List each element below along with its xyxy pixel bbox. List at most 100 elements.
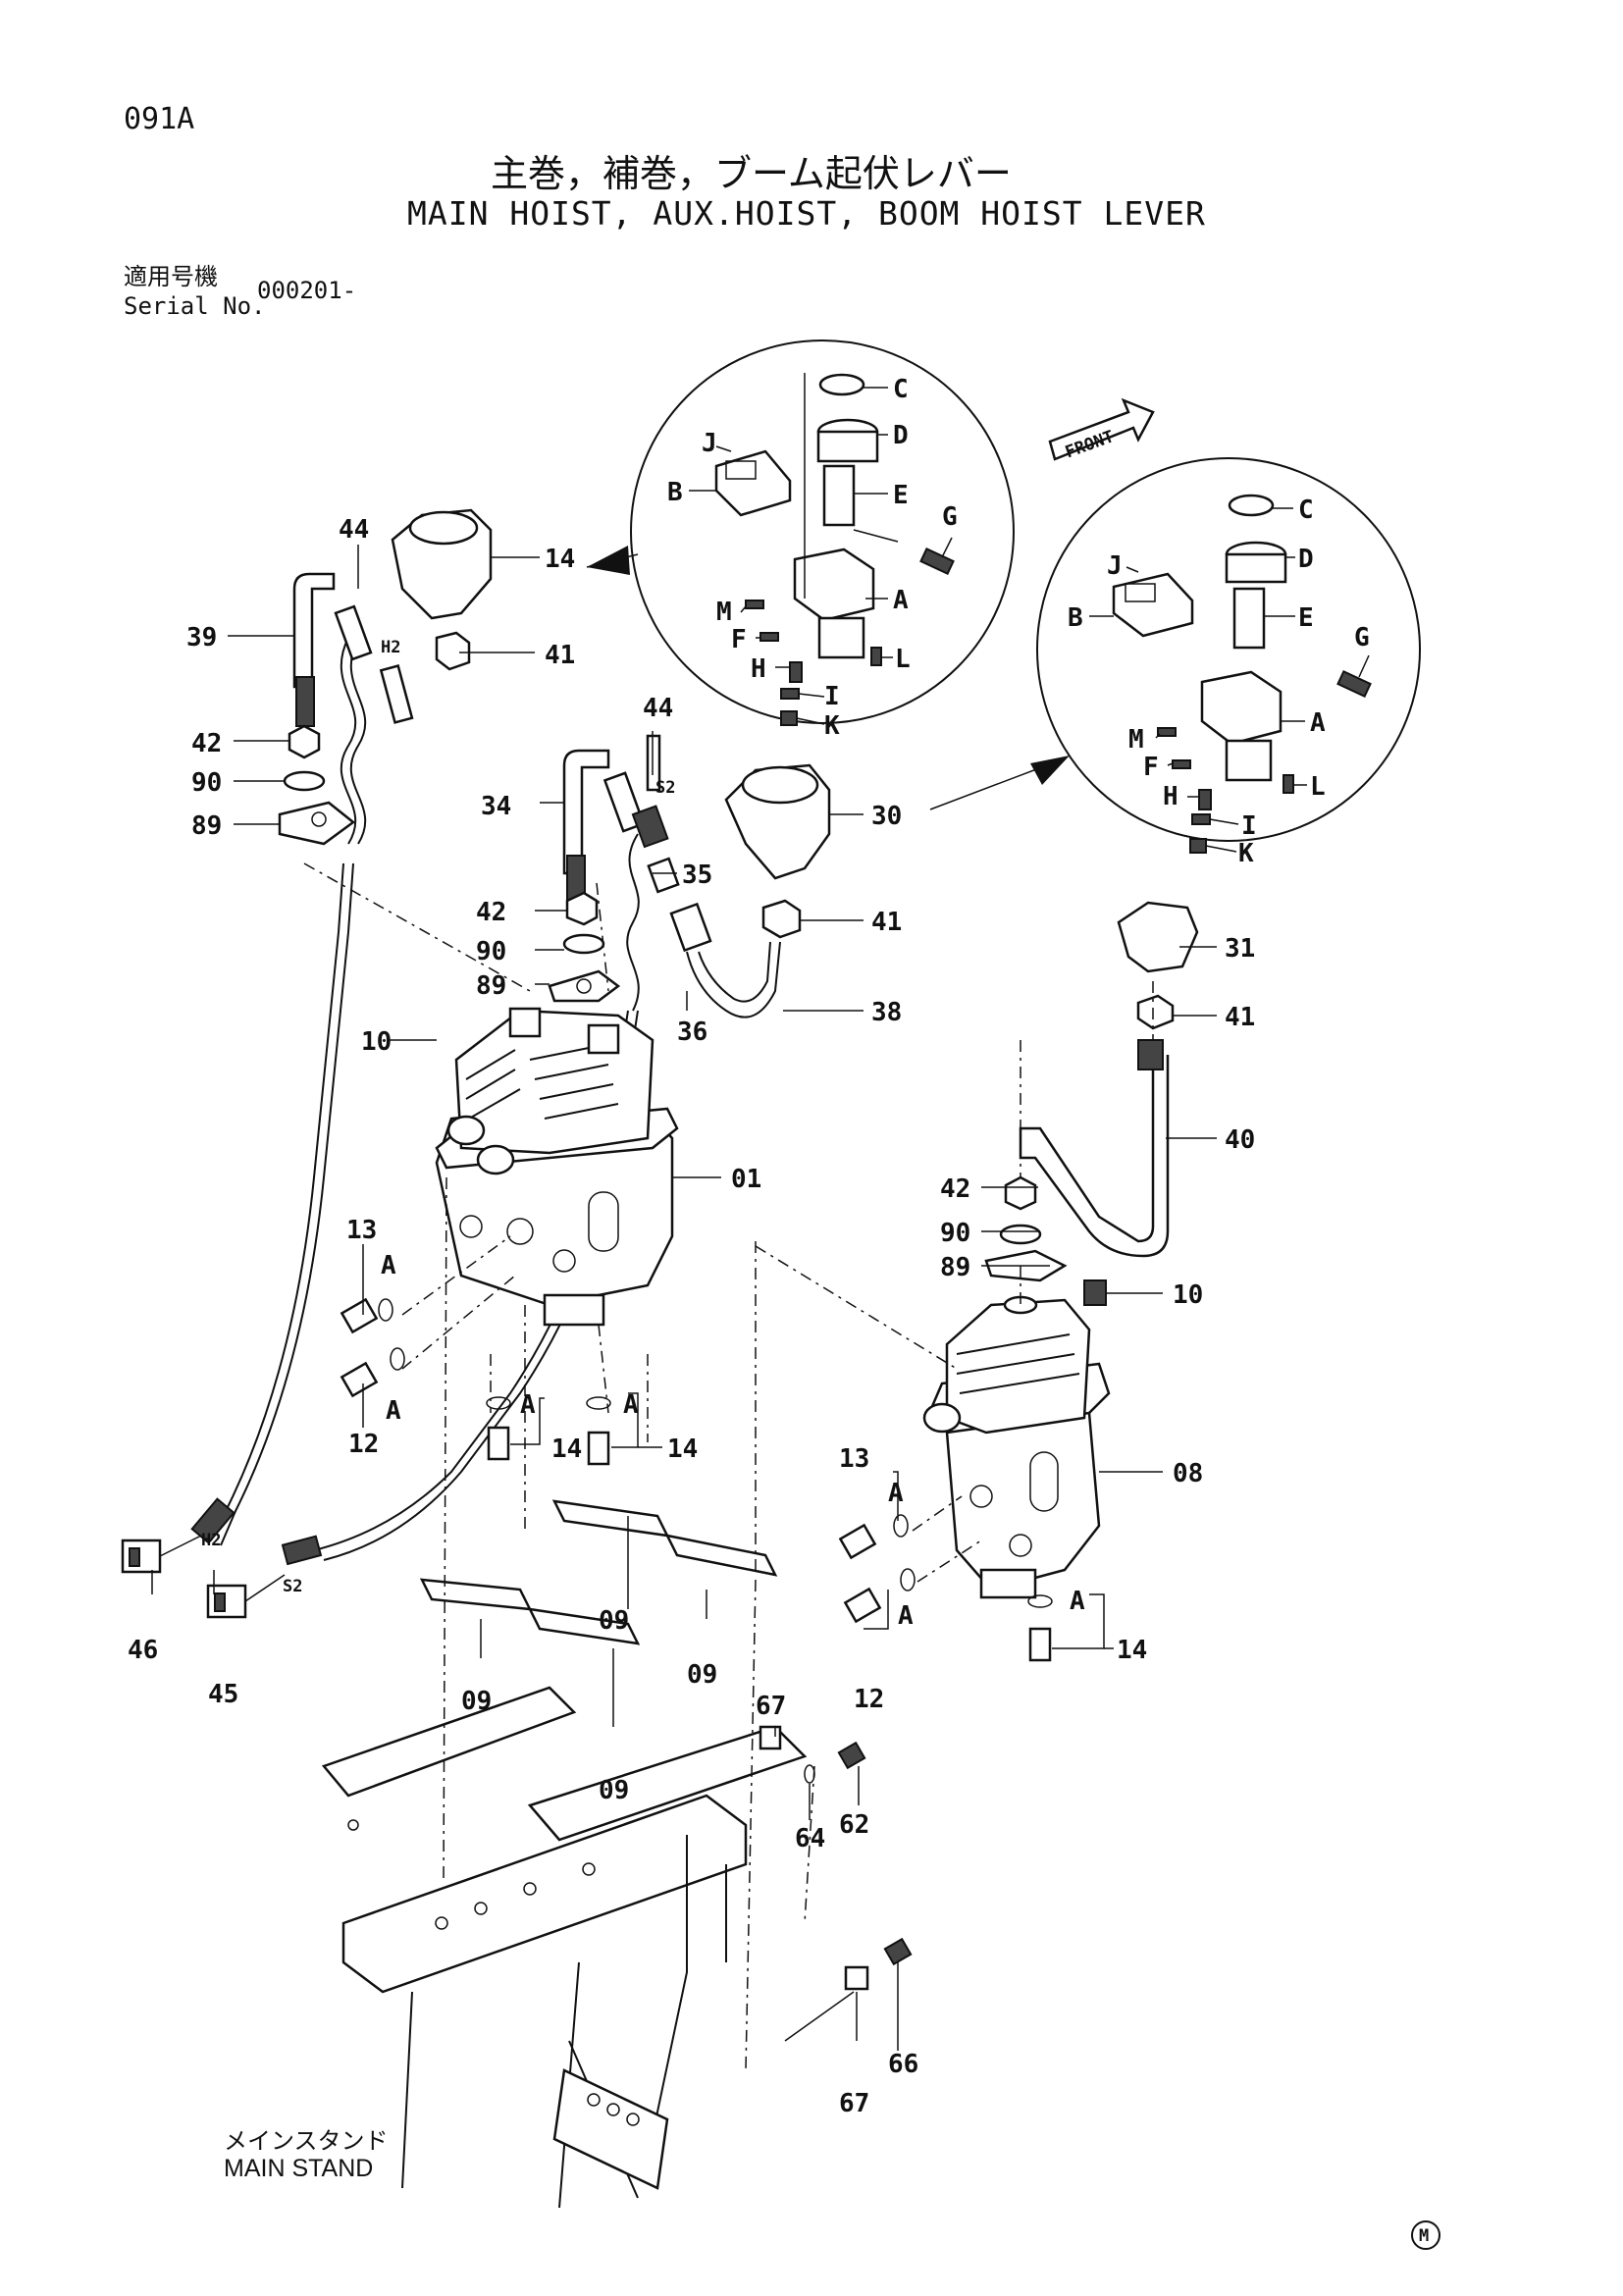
leader-lines: [151, 387, 1370, 2051]
callout-14-c: 14: [1117, 1636, 1147, 1665]
callout-45: 45: [208, 1680, 238, 1709]
callout-30: 30: [871, 802, 902, 831]
callout-90: 90: [191, 768, 222, 798]
letter-C-2: C: [1298, 496, 1314, 525]
callout-09-a: 09: [461, 1687, 492, 1716]
letter-I-1: I: [824, 682, 840, 711]
callout-09-b: 09: [599, 1606, 629, 1636]
mark-s2-top: S2: [655, 778, 675, 798]
callout-14-b: 14: [667, 1435, 698, 1464]
callout-46: 46: [128, 1636, 158, 1665]
serial-label-english: Serial No.: [124, 292, 266, 320]
callout-01: 01: [731, 1165, 761, 1194]
callout-42-right: 42: [940, 1174, 970, 1204]
callout-42-center: 42: [476, 898, 506, 927]
letter-C-1: C: [893, 375, 909, 404]
letter-A-valve08-c: A: [1070, 1587, 1085, 1616]
m-mark: M: [1411, 2220, 1440, 2250]
detail-circle-lever-30: [1036, 457, 1421, 854]
letter-A-2: A: [1310, 708, 1326, 738]
letter-D-2: D: [1298, 545, 1314, 574]
callout-89: 89: [191, 811, 222, 841]
letter-G-1: G: [942, 502, 958, 532]
main-stand-label-english: MAIN STAND: [224, 2155, 374, 2182]
callout-41-center: 41: [871, 908, 902, 937]
callout-12-right: 12: [854, 1685, 884, 1714]
title-english: MAIN HOIST, AUX.HOIST, BOOM HOIST LEVER: [407, 194, 1206, 233]
letter-J-2: J: [1107, 551, 1123, 581]
letter-D-1: D: [893, 421, 909, 450]
letter-E-1: E: [893, 481, 909, 510]
letter-A-1: A: [893, 586, 909, 615]
callout-40: 40: [1225, 1125, 1255, 1155]
letter-I-2: I: [1241, 811, 1257, 841]
callout-42: 42: [191, 729, 222, 758]
letter-G-2: G: [1354, 623, 1370, 652]
letter-K-2: K: [1238, 839, 1254, 868]
callout-44-center: 44: [643, 694, 673, 723]
callout-89-center: 89: [476, 971, 506, 1001]
letter-B-1: B: [667, 478, 683, 507]
letter-A-valve08-b: A: [898, 1601, 914, 1631]
serial-number-value: 000201-: [257, 277, 357, 304]
callout-14-a: 14: [551, 1435, 582, 1464]
pilot-valve-01: [435, 1007, 679, 1327]
detail-circle-lever-31: [630, 339, 1015, 726]
letter-H-1: H: [751, 654, 766, 684]
letter-A-valve01-a: A: [381, 1251, 396, 1280]
svg-text:M: M: [1419, 2226, 1429, 2246]
callout-12: 12: [348, 1430, 379, 1459]
callout-67-top: 67: [756, 1692, 786, 1721]
letter-B-2: B: [1068, 603, 1083, 633]
letter-A-valve01-c: A: [520, 1390, 536, 1420]
callout-31: 14: [545, 545, 575, 574]
callout-09-d: 09: [599, 1776, 629, 1805]
mark-h2-bottom: H2: [201, 1531, 221, 1550]
detail-letter-labels: C D E G A J B M F H I K L C D E G A J B …: [381, 375, 1370, 1631]
lever-assembly-left: [121, 508, 493, 1574]
letter-K-1: K: [824, 711, 840, 741]
callout-32: 31: [1225, 934, 1255, 964]
callout-44: 44: [339, 515, 369, 545]
callout-35: 35: [682, 861, 712, 890]
letter-L-1: L: [895, 645, 911, 674]
letter-H-2: H: [1163, 782, 1178, 811]
callout-39: 39: [186, 623, 217, 652]
letter-F-1: F: [731, 625, 747, 654]
callout-66: 66: [888, 2050, 918, 2079]
callout-10: 10: [361, 1027, 392, 1057]
pilot-valve-08: [922, 1295, 1111, 1599]
callout-62: 62: [839, 1810, 869, 1840]
lever-assembly-right: [984, 901, 1199, 1306]
callout-08: 08: [1173, 1459, 1203, 1488]
callout-64: 64: [795, 1824, 825, 1853]
letter-M-2: M: [1128, 725, 1144, 755]
callout-13-right: 13: [839, 1444, 869, 1474]
letter-A-valve01-b: A: [386, 1396, 401, 1426]
callout-13: 13: [346, 1216, 377, 1245]
letter-M-1: M: [716, 598, 732, 627]
serial-label-japanese: 適用号機: [124, 263, 218, 290]
connector-marks: H2 S2 H2 S2: [201, 638, 675, 1596]
assembly-reference-lines: [303, 862, 1154, 2071]
callout-34: 34: [481, 792, 511, 821]
letter-A-valve01-d: A: [623, 1390, 639, 1420]
letter-J-1: J: [702, 429, 717, 458]
letter-A-valve08-a: A: [888, 1479, 904, 1508]
callout-10-right: 10: [1173, 1280, 1203, 1310]
callout-38: 38: [871, 998, 902, 1027]
main-stand-label-japanese: メインスタンド: [224, 2127, 389, 2155]
callout-41: 41: [545, 641, 575, 670]
front-arrow: FRONT: [1048, 397, 1155, 462]
mark-h2-top: H2: [381, 638, 400, 657]
main-stand: [321, 1686, 808, 2209]
letter-F-2: F: [1143, 753, 1159, 782]
callout-09-c: 09: [687, 1660, 717, 1690]
title-japanese: 主巻，補巻，ブーム起伏レバー: [491, 152, 1012, 195]
callout-90-center: 90: [476, 937, 506, 966]
page-code: 091A: [124, 102, 195, 136]
callout-36: 36: [677, 1018, 707, 1047]
letter-E-2: E: [1298, 603, 1314, 633]
callout-numbers: 14 41 39 44 42 90 89 34 44 35 42 90 89 3…: [128, 515, 1255, 2118]
